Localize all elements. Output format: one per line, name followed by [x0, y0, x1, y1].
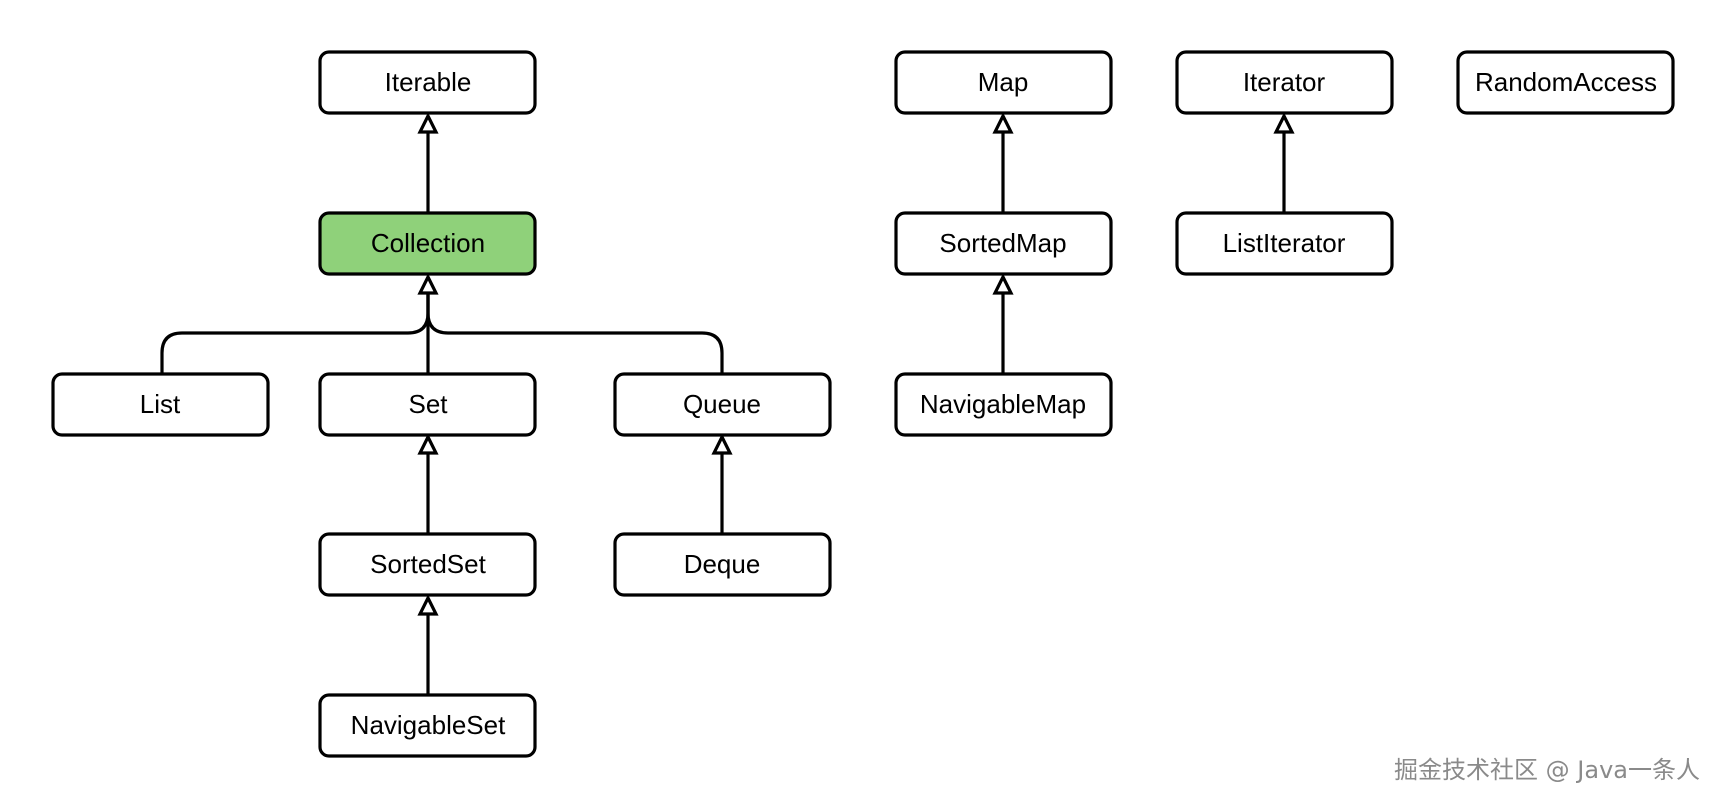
node-sortedset: SortedSet: [318, 532, 537, 597]
arrowhead-iterable: [417, 112, 439, 134]
node-listiterator: ListIterator: [1175, 211, 1394, 276]
node-iterable: Iterable: [318, 50, 537, 115]
node-randomaccess: RandomAccess: [1456, 50, 1675, 115]
node-collection-label: Collection: [371, 228, 485, 258]
node-iterator-label: Iterator: [1243, 67, 1326, 97]
edges: [160, 130, 1286, 695]
node-iterable-label: Iterable: [385, 67, 472, 97]
node-navigablemap-label: NavigableMap: [920, 389, 1086, 419]
node-set-label: Set: [408, 389, 448, 419]
edge-queue-collection: [426, 293, 724, 374]
arrowhead-set: [417, 433, 439, 455]
node-listiterator-label: ListIterator: [1223, 228, 1346, 258]
node-collection: Collection: [318, 211, 537, 276]
node-randomaccess-label: RandomAccess: [1475, 67, 1657, 97]
node-navigableset-label: NavigableSet: [351, 710, 506, 740]
watermark-text: 掘金技术社区 @ Java一条人: [1394, 756, 1700, 784]
node-sortedset-label: SortedSet: [370, 549, 486, 579]
node-deque-label: Deque: [684, 549, 761, 579]
node-sortedmap: SortedMap: [894, 211, 1113, 276]
collection-highlight-box: [318, 211, 537, 276]
arrowheads: [417, 112, 1295, 616]
arrowhead-collection: [417, 273, 439, 295]
node-queue: Queue: [613, 372, 832, 437]
edge-list-collection: [160, 293, 430, 374]
node-set: Set: [318, 372, 537, 437]
arrowhead-sortedmap: [992, 273, 1014, 295]
arrowhead-map: [992, 112, 1014, 134]
node-list: List: [51, 372, 270, 437]
arrowhead-sortedset: [417, 594, 439, 616]
node-iterator: Iterator: [1175, 50, 1394, 115]
node-queue-label: Queue: [683, 389, 761, 419]
node-map: Map: [894, 50, 1113, 115]
node-sortedmap-label: SortedMap: [939, 228, 1066, 258]
node-list-label: List: [140, 389, 181, 419]
node-navigablemap: NavigableMap: [894, 372, 1113, 437]
node-map-label: Map: [978, 67, 1029, 97]
arrowhead-queue: [711, 433, 733, 455]
arrowhead-iterator: [1273, 112, 1295, 134]
node-deque: Deque: [613, 532, 832, 597]
node-navigableset: NavigableSet: [318, 693, 537, 758]
